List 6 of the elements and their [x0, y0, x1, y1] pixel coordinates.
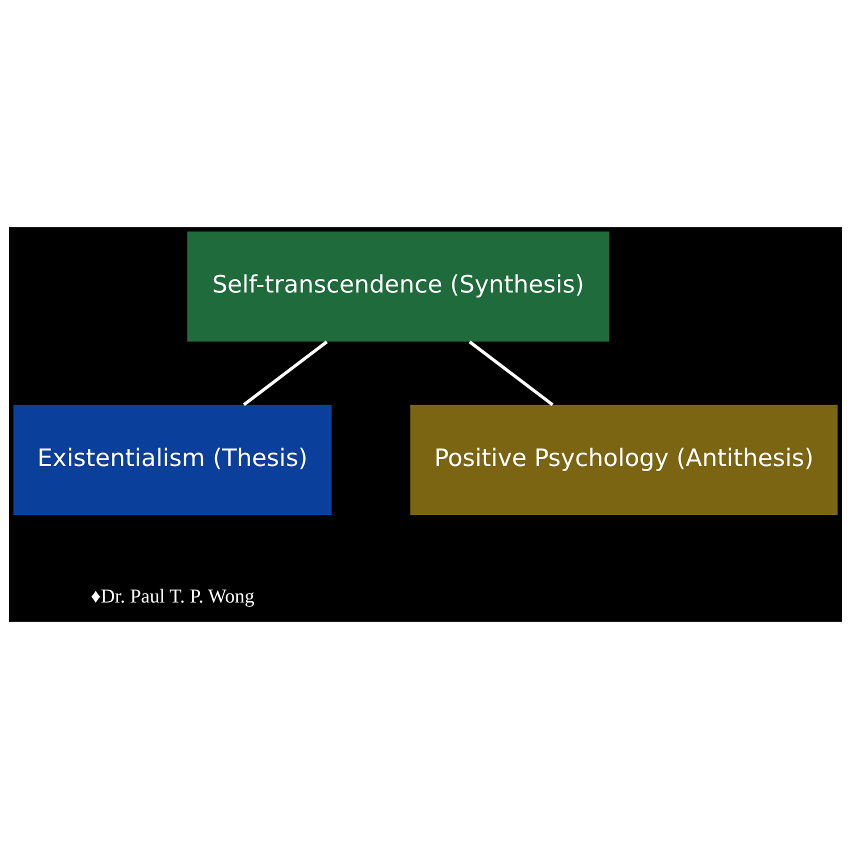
connector — [468, 340, 554, 406]
node-box: Self-transcendence (Synthesis) — [186, 232, 609, 342]
label: ♦Dr. Paul T. P. Wong — [90, 586, 254, 608]
node-box: Positive Psychology (Antithesis) — [410, 404, 838, 515]
node-box: Existentialism (Thesis) — [12, 404, 332, 515]
connector — [242, 340, 328, 406]
